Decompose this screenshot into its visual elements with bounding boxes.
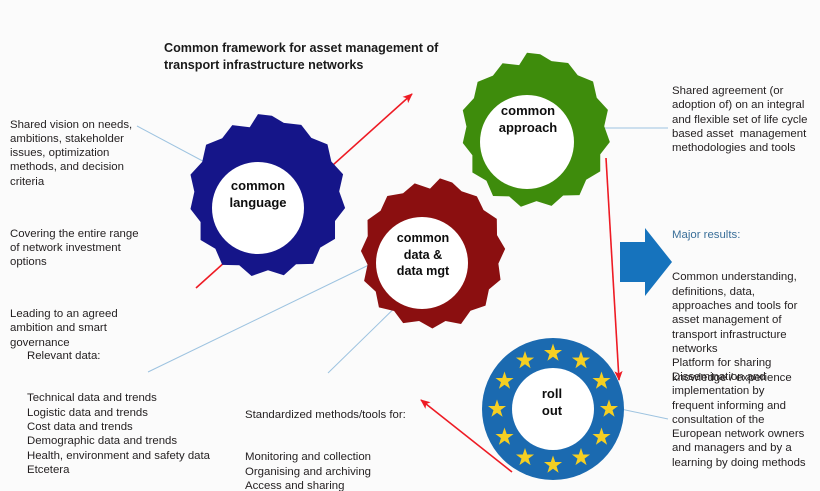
callout-left-top-para-3: Leading to an agreed ambition and smart … bbox=[10, 308, 118, 349]
gear-common-language[interactable] bbox=[190, 114, 346, 277]
callout-left-bottom-line-4: Demographic data and trends bbox=[27, 435, 178, 448]
callout-major-results-body: Common understanding, definitions, data,… bbox=[672, 271, 798, 384]
callout-major-results: Major results: Common understanding, def… bbox=[672, 199, 818, 413]
eu-star-icon bbox=[592, 371, 611, 389]
callout-left-bottom-line-2: Logistic data and trends bbox=[27, 406, 148, 419]
gear-common-language-hub bbox=[212, 162, 304, 254]
callout-major-results-heading: Major results: bbox=[672, 228, 741, 241]
callout-mid-bottom-heading: Standardized methods/tools for: bbox=[245, 408, 406, 421]
callout-mid-bottom: Standardized methods/tools for: Monitori… bbox=[245, 379, 445, 491]
gear-common-approach-hub bbox=[480, 95, 574, 189]
eu-star-group bbox=[487, 343, 619, 473]
cycle-arrow-approach-to-rollout bbox=[605, 157, 623, 381]
eu-star-icon bbox=[495, 371, 514, 389]
callout-left-bottom-line-3: Cost data and trends bbox=[27, 421, 133, 434]
cycle-arrow-rollout-to-data bbox=[420, 399, 513, 473]
page-title: Common framework for asset management of… bbox=[164, 41, 439, 72]
major-results-arrow-icon bbox=[620, 228, 672, 296]
callout-mid-bottom-line-1: Monitoring and collection bbox=[245, 451, 372, 464]
eu-star-icon bbox=[515, 351, 535, 369]
callout-left-bottom: Relevant data: Technical data and trends… bbox=[27, 320, 242, 491]
eu-star-icon bbox=[599, 399, 619, 417]
eu-star-icon bbox=[571, 351, 591, 369]
eu-circle-hub bbox=[512, 368, 594, 450]
callout-left-top-para-2: Covering the entire range of network inv… bbox=[10, 227, 139, 269]
gear-common-data[interactable] bbox=[348, 165, 518, 341]
gear-common-approach[interactable] bbox=[462, 52, 610, 207]
eu-circle-roll-out[interactable] bbox=[482, 338, 624, 480]
eu-star-icon bbox=[515, 448, 535, 466]
eu-star-icon bbox=[543, 343, 563, 361]
callout-left-bottom-heading: Relevant data: bbox=[27, 349, 101, 362]
callout-left-top: Shared vision on needs, ambitions, stake… bbox=[10, 89, 158, 379]
eu-star-icon bbox=[592, 427, 611, 445]
callout-left-bottom-line-6: Etcetera bbox=[27, 463, 70, 476]
eu-star-icon bbox=[495, 427, 514, 445]
leader-line-left-bottom bbox=[147, 261, 376, 373]
eu-star-icon bbox=[487, 399, 507, 417]
callout-left-bottom-line-5: Health, environment and safety data bbox=[27, 449, 210, 462]
callout-left-bottom-line-1: Technical data and trends bbox=[27, 392, 157, 405]
callout-mid-bottom-line-3: Access and sharing bbox=[245, 480, 345, 491]
callout-right-bottom: Dissemination and implementation by freq… bbox=[672, 371, 806, 469]
eu-star-icon bbox=[543, 455, 563, 473]
eu-star-icon bbox=[571, 448, 591, 466]
callout-mid-bottom-line-2: Organising and archiving bbox=[245, 465, 372, 478]
gear-common-data-hub bbox=[376, 217, 468, 309]
callout-right-top: Shared agreement (or adoption of) on an … bbox=[672, 85, 808, 155]
callout-left-top-para-1: Shared vision on needs, ambitions, stake… bbox=[10, 118, 133, 188]
